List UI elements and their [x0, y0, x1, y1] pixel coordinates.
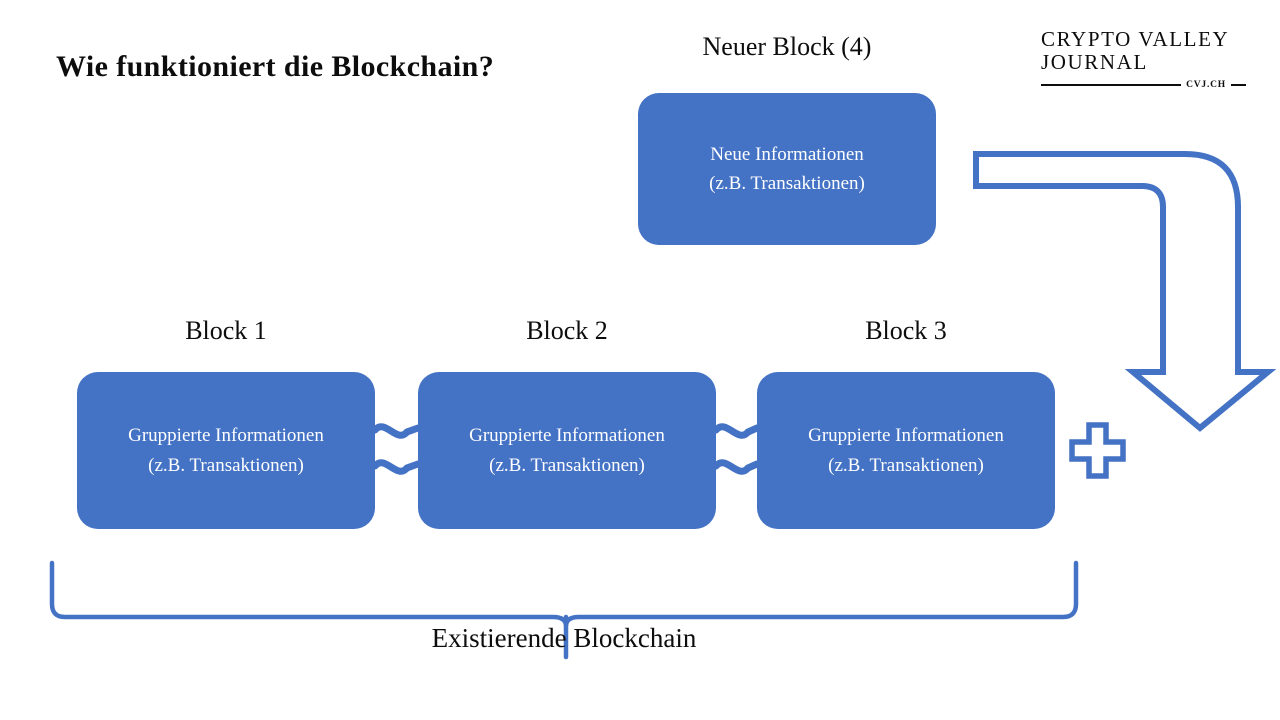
block-1-line-1: Gruppierte Informationen	[128, 425, 324, 447]
block-1-card: Gruppierte Informationen (z.B. Transakti…	[77, 372, 375, 529]
plus-sign-icon	[1069, 422, 1126, 479]
logo-rule: CVJ.CH	[1041, 78, 1246, 92]
block-3-label: Block 3	[865, 316, 947, 345]
block-3-line-2: (z.B. Transaktionen)	[828, 454, 984, 476]
page-title: Wie funktioniert die Blockchain?	[56, 50, 495, 83]
new-block-line-2: (z.B. Transaktionen)	[709, 173, 865, 194]
new-block-label: Neuer Block (4)	[702, 32, 872, 61]
block-1-line-2: (z.B. Transaktionen)	[148, 454, 304, 476]
chain-link-squiggle-2-3	[712, 423, 761, 475]
block-3-line-1: Gruppierte Informationen	[808, 425, 1004, 447]
logo-rule-long-bar	[1041, 84, 1182, 87]
logo-line-1: CRYPTO VALLEY	[1041, 27, 1230, 51]
chain-link-squiggle-1-2	[371, 423, 422, 475]
block-2-card: Gruppierte Informationen (z.B. Transakti…	[418, 372, 716, 529]
existing-blockchain-caption: Existierende Blockchain	[431, 623, 697, 653]
new-block-card: Neue Informationen (z.B. Transaktionen)	[638, 93, 936, 245]
new-block-line-1: Neue Informationen	[710, 143, 864, 165]
block-2-label: Block 2	[526, 316, 608, 345]
crypto-valley-journal-logo: CRYPTO VALLEY JOURNAL CVJ.CH	[1041, 28, 1246, 92]
block-1-label: Block 1	[185, 316, 267, 345]
logo-rule-short-bar	[1231, 84, 1246, 87]
block-2-line-1: Gruppierte Informationen	[469, 425, 665, 447]
block-2-line-2: (z.B. Transaktionen)	[489, 454, 645, 476]
block-3-card: Gruppierte Informationen (z.B. Transakti…	[757, 372, 1055, 529]
logo-domain-text: CVJ.CH	[1186, 80, 1226, 91]
logo-line-2: JOURNAL	[1041, 49, 1148, 74]
